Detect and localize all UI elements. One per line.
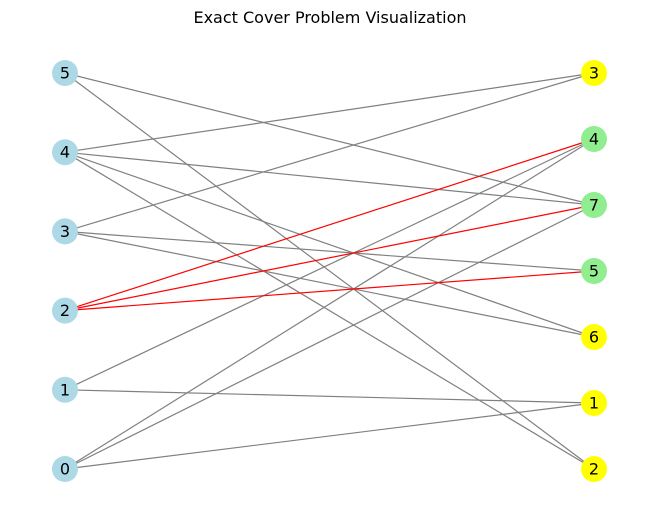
edge-L0-R4 [64,138,595,470]
edge-L4-R2 [64,151,595,470]
right-node-circle [581,258,607,284]
left-node-5: 5 [52,60,78,86]
left-node-0: 0 [52,456,78,482]
edge-L2-R4 [64,138,595,312]
left-node-2: 2 [52,297,78,324]
right-node-1: 1 [581,390,607,416]
left-node-label: 0 [60,460,70,479]
edge-L4-R3 [64,72,595,153]
left-node-circle [52,139,78,166]
node-layer: 0 1 2 3 4 5 3 4 7 5 6 1 2 [52,60,607,482]
right-node-label: 4 [589,130,599,149]
edge-L1-R1 [64,389,595,404]
right-node-label: 1 [589,394,599,413]
left-node-circle [52,60,78,86]
left-node-label: 5 [60,64,70,83]
right-node-circle [581,390,607,416]
edge-L4-R6 [64,151,595,338]
left-node-circle [52,456,78,482]
right-node-3: 3 [581,60,607,86]
left-node-1: 1 [52,376,78,403]
edge-L4-R7 [64,151,595,206]
edge-L2-R7 [64,204,595,312]
edge-layer [64,72,595,470]
right-node-circle [581,456,607,482]
right-node-circle [581,192,607,218]
right-node-4: 4 [581,126,607,152]
left-node-label: 2 [60,301,70,320]
edge-L0-R1 [64,402,595,470]
right-node-circle [581,324,607,350]
diagram-title: Exact Cover Problem Visualization [193,8,467,27]
left-node-circle [52,376,78,403]
left-node-circle [52,218,78,245]
edge-L1-R4 [64,138,595,391]
right-node-6: 6 [581,324,607,350]
left-node-label: 3 [60,222,70,241]
right-node-2: 2 [581,456,607,482]
right-node-7: 7 [581,192,607,218]
right-node-circle [581,60,607,86]
left-node-4: 4 [52,139,78,166]
right-node-label: 3 [589,64,599,83]
right-node-label: 5 [589,262,599,281]
right-node-label: 6 [589,328,599,347]
right-node-5: 5 [581,258,607,284]
edge-L2-R5 [64,270,595,312]
edge-L3-R6 [64,230,595,338]
edge-L5-R2 [64,72,595,470]
right-node-label: 7 [589,196,599,215]
edge-L3-R3 [64,72,595,232]
edge-L3-R5 [64,230,595,272]
right-node-label: 2 [589,460,599,479]
right-node-circle [581,126,607,152]
left-node-3: 3 [52,218,78,245]
edge-L0-R7 [64,204,595,470]
left-node-label: 1 [60,380,70,399]
edge-L5-R7 [64,72,595,206]
left-node-label: 4 [60,143,70,162]
left-node-circle [52,297,78,324]
